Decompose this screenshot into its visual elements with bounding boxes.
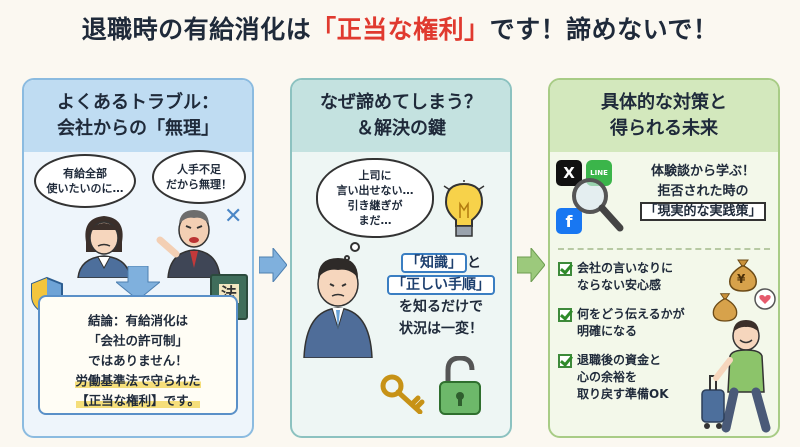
answer-text: と	[467, 255, 481, 271]
heading-line: よくあるトラブル：	[57, 92, 219, 113]
panel-heading: よくあるトラブル： 会社からの「無理」	[24, 80, 252, 152]
thought-text: 上司に	[358, 169, 392, 182]
yen-symbol: ¥	[737, 272, 746, 286]
keyword-procedure: 「正しい手順」	[387, 275, 495, 295]
learn-text: 拒否された時の	[657, 184, 749, 199]
thought-text: 言い出せない…	[336, 184, 414, 197]
learn-text: 体験談から学ぶ！	[650, 164, 755, 179]
happy-traveler-illustration	[701, 320, 771, 433]
panel-heading: なぜ諦めてしまう？ ＆解決の鍵	[292, 80, 510, 152]
keyword-knowledge: 「知識」	[401, 253, 467, 273]
learn-from-experiences-text: 体験談から学ぶ！ 拒否された時の 「現実的な実践策」	[628, 162, 778, 222]
page-title: 退職時の有給消化は「正当な権利」です！諦めないで！	[0, 10, 800, 46]
check-text: 明確になる	[577, 324, 638, 338]
check-text: 会社の言いなりに	[577, 261, 674, 275]
bubble-text: 人手不足	[177, 163, 221, 176]
check-text: 取り戻す準備OK	[577, 387, 669, 401]
section-divider	[558, 248, 770, 250]
conclusion-line: 「会社の許可制」	[87, 333, 188, 348]
benefit-checklist: 会社の言いなりにならない安心感 何をどう伝えるかが明確になる 退職後の資金と心の…	[558, 260, 718, 415]
panel-common-trouble: よくあるトラブル： 会社からの「無理」 有給全部 使いたいのに… 人手不足 だか…	[22, 78, 254, 438]
title-highlight: 「正当な権利」	[311, 15, 490, 44]
check-text: 心の余裕を	[577, 370, 638, 384]
right-arrow-icon	[259, 248, 287, 282]
conclusion-line: ではありません！	[88, 353, 188, 368]
checklist-item: 退職後の資金と心の余裕を取り戻す準備OK	[558, 352, 718, 403]
money-bag-icon	[712, 293, 738, 322]
worried-man-illustration	[303, 258, 373, 358]
check-text: 何をどう伝えるかが	[577, 307, 685, 321]
right-arrow-icon	[517, 248, 545, 282]
thought-text: 引き継ぎが	[347, 199, 403, 212]
learn-text-boxed: 「現実的な実践策」	[640, 202, 766, 221]
heading-line: なぜ諦めてしまう？	[320, 92, 482, 113]
heading-line: 具体的な対策と	[601, 92, 727, 113]
cross-mark-icon: ✕	[224, 204, 243, 229]
checkbox-checked-icon	[558, 262, 572, 276]
title-prefix: 退職時の有給消化は	[81, 15, 312, 44]
check-text: 退職後の資金と	[577, 353, 662, 367]
thought-dot	[350, 242, 360, 252]
panel-why-give-up: なぜ諦めてしまう？ ＆解決の鍵 上司に 言い出せない… 引き継ぎが まだ… 「知…	[290, 78, 512, 438]
conclusion-box: 結論：有給消化は 「会社の許可制」 ではありません！ 労働基準法で守られた 【正…	[38, 295, 238, 415]
solution-key-text: 「知識」と 「正しい手順」 を知るだけで 状況は一変！	[380, 252, 502, 340]
magnifying-glass-icon	[572, 178, 624, 232]
heading-line: 会社からの「無理」	[57, 118, 219, 139]
facebook-label: f	[565, 212, 573, 231]
thought-bubble: 上司に 言い出せない… 引き継ぎが まだ…	[316, 158, 434, 238]
x-label: X	[563, 164, 575, 182]
key-icon	[380, 374, 425, 414]
bubble-text: 有給全部	[63, 167, 107, 180]
bubble-text: 使いたいのに…	[46, 182, 124, 195]
thought-text: まだ…	[358, 214, 392, 227]
answer-text: 状況は一変！	[399, 321, 483, 337]
line-label: LINE	[590, 169, 608, 177]
panel-heading: 具体的な対策と 得られる未来	[550, 80, 778, 152]
conclusion-line: 労働基準法で守られた	[75, 373, 201, 388]
x-social-icon: X	[556, 160, 582, 186]
checkbox-checked-icon	[558, 308, 572, 322]
employee-speech-bubble: 有給全部 使いたいのに…	[34, 154, 136, 208]
conclusion-line: 【正当な権利】です。	[76, 393, 200, 408]
checkbox-checked-icon	[558, 354, 572, 368]
lightbulb-icon	[443, 180, 485, 237]
down-arrow-icon	[116, 266, 160, 300]
conclusion-line: 結論：有給消化は	[87, 313, 188, 328]
panel-solutions-future: 具体的な対策と 得られる未来 X LINE f 体験談から学ぶ！ 拒否された時の…	[548, 78, 780, 438]
checklist-item: 会社の言いなりにならない安心感	[558, 260, 718, 294]
checklist-item: 何をどう伝えるかが明確になる	[558, 306, 718, 340]
boss-speech-bubble: 人手不足 だから無理！	[152, 150, 246, 204]
answer-text: を知るだけで	[399, 299, 483, 315]
heading-line: 得られる未来	[610, 118, 718, 139]
heading-line: ＆解決の鍵	[356, 118, 446, 139]
worried-employee-illustration	[77, 216, 131, 278]
facebook-social-icon: f	[556, 208, 582, 234]
bubble-text: だから無理！	[166, 178, 232, 191]
unlocked-padlock-icon	[439, 356, 481, 415]
title-suffix: です！諦めないで！	[489, 15, 719, 44]
check-text: ならない安心感	[577, 278, 662, 292]
heart-bubble-icon	[754, 288, 776, 310]
money-bag-icon	[729, 259, 757, 292]
angry-boss-illustration	[156, 210, 221, 278]
